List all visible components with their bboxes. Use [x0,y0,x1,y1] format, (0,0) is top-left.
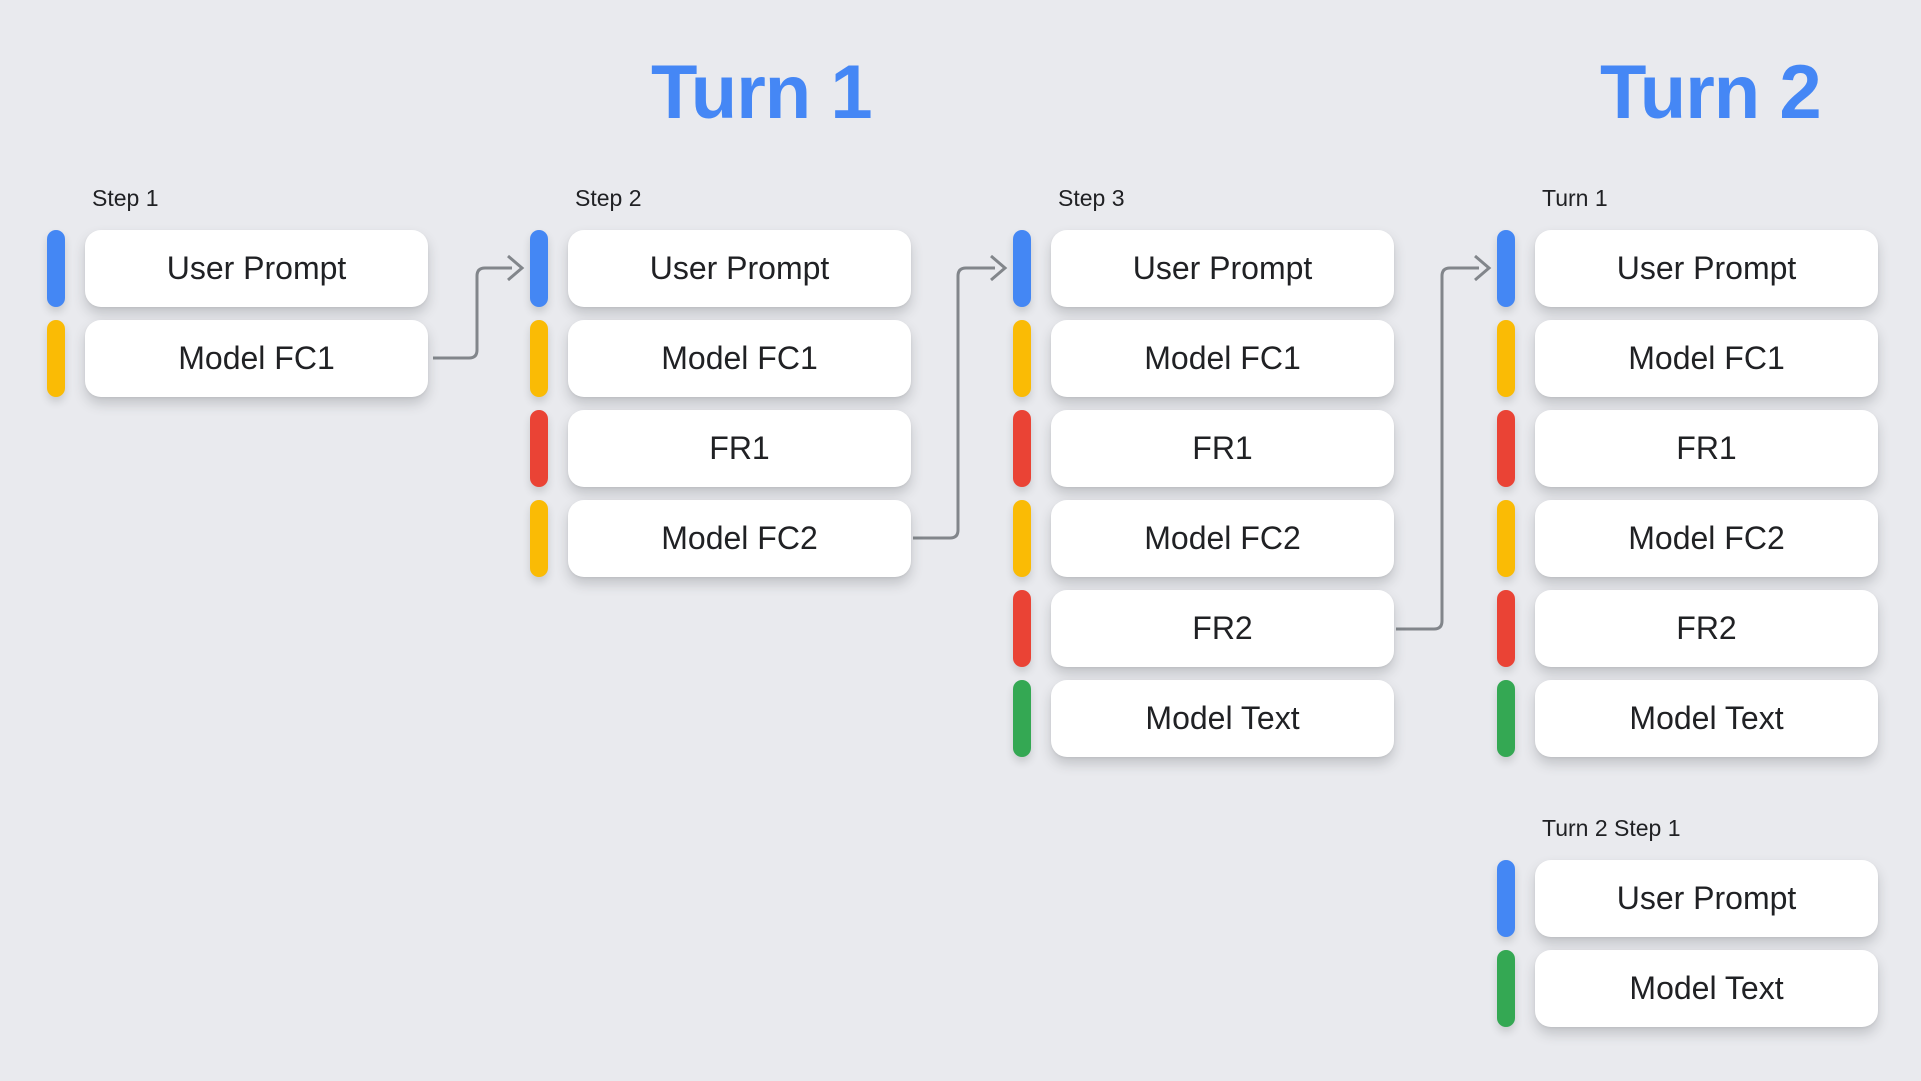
node-fr1: FR1 [530,410,911,487]
node-fr2: FR2 [1013,590,1394,667]
node-user-prompt: User Prompt [1013,230,1394,307]
role-bar-model-text [1497,680,1515,757]
node-model-text: Model Text [1497,950,1878,1027]
role-bar-model-text [1013,680,1031,757]
role-bar-model-text [1497,950,1515,1027]
node-model-fc2: Model FC2 [1497,500,1878,577]
node-fr1: FR1 [1497,410,1878,487]
node-box-user-prompt: User Prompt [85,230,428,307]
node-box-user-prompt: User Prompt [1535,860,1878,937]
connector-step3-to-turn1-line [1396,266,1479,631]
node-box-model-fc2: Model FC2 [568,500,911,577]
node-model-fc1: Model FC1 [530,320,911,397]
node-box-model-fc2: Model FC2 [1535,500,1878,577]
role-bar-function-response [1497,410,1515,487]
turn-2-title: Turn 2 [1600,50,1822,135]
group-step-1: Step 1 User Prompt Model FC1 [47,184,428,397]
node-box-user-prompt: User Prompt [1535,230,1878,307]
node-box-user-prompt: User Prompt [1051,230,1394,307]
group-step-1-label: Step 1 [92,185,159,211]
role-bar-user [1497,230,1515,307]
role-bar-model-fc [530,500,548,577]
connector-step2-to-step3-line [913,266,995,540]
node-user-prompt: User Prompt [47,230,428,307]
node-box-fr1: FR1 [1051,410,1394,487]
connector-step1-to-step2-arrowhead-icon [507,254,525,282]
group-turn-2-step-1-label: Turn 2 Step 1 [1542,815,1681,841]
connector-step3-to-turn1-arrowhead-icon [1474,254,1492,282]
node-model-text: Model Text [1497,680,1878,757]
node-fr2: FR2 [1497,590,1878,667]
role-bar-function-response [1013,410,1031,487]
group-turn-2-step-1: Turn 2 Step 1 User Prompt Model Text [1497,814,1878,1027]
role-bar-user [1013,230,1031,307]
connector-step1-to-step2-line [433,266,512,360]
node-box-model-fc1: Model FC1 [1535,320,1878,397]
node-user-prompt: User Prompt [530,230,911,307]
role-bar-model-fc [1013,500,1031,577]
node-box-user-prompt: User Prompt [568,230,911,307]
node-model-fc1: Model FC1 [1497,320,1878,397]
node-model-fc1: Model FC1 [1013,320,1394,397]
node-model-fc1: Model FC1 [47,320,428,397]
role-bar-function-response [530,410,548,487]
node-box-fr2: FR2 [1051,590,1394,667]
turn-1-title: Turn 1 [651,50,873,135]
group-turn-1-context: Turn 1 User Prompt Model FC1 FR1 Model F… [1497,184,1878,757]
node-box-model-fc1: Model FC1 [1051,320,1394,397]
role-bar-user [1497,860,1515,937]
node-box-model-text: Model Text [1051,680,1394,757]
role-bar-model-fc [1497,500,1515,577]
node-user-prompt: User Prompt [1497,230,1878,307]
role-bar-user [530,230,548,307]
group-turn-1-context-label: Turn 1 [1542,185,1608,211]
role-bar-function-response [1013,590,1031,667]
node-box-fr1: FR1 [568,410,911,487]
role-bar-user [47,230,65,307]
node-box-model-text: Model Text [1535,950,1878,1027]
role-bar-model-fc [530,320,548,397]
role-bar-model-fc [1013,320,1031,397]
role-bar-function-response [1497,590,1515,667]
group-step-3-label: Step 3 [1058,185,1125,211]
role-bar-model-fc [1497,320,1515,397]
node-fr1: FR1 [1013,410,1394,487]
group-step-2: Step 2 User Prompt Model FC1 FR1 Model F… [530,184,911,577]
node-model-text: Model Text [1013,680,1394,757]
group-step-3: Step 3 User Prompt Model FC1 FR1 Model F… [1013,184,1394,757]
node-box-model-fc1: Model FC1 [568,320,911,397]
node-box-model-fc2: Model FC2 [1051,500,1394,577]
node-box-model-text: Model Text [1535,680,1878,757]
node-box-fr1: FR1 [1535,410,1878,487]
node-model-fc2: Model FC2 [1013,500,1394,577]
node-box-fr2: FR2 [1535,590,1878,667]
node-user-prompt: User Prompt [1497,860,1878,937]
node-box-model-fc1: Model FC1 [85,320,428,397]
connector-step2-to-step3-arrowhead-icon [990,254,1008,282]
node-model-fc2: Model FC2 [530,500,911,577]
role-bar-model-fc [47,320,65,397]
group-step-2-label: Step 2 [575,185,642,211]
